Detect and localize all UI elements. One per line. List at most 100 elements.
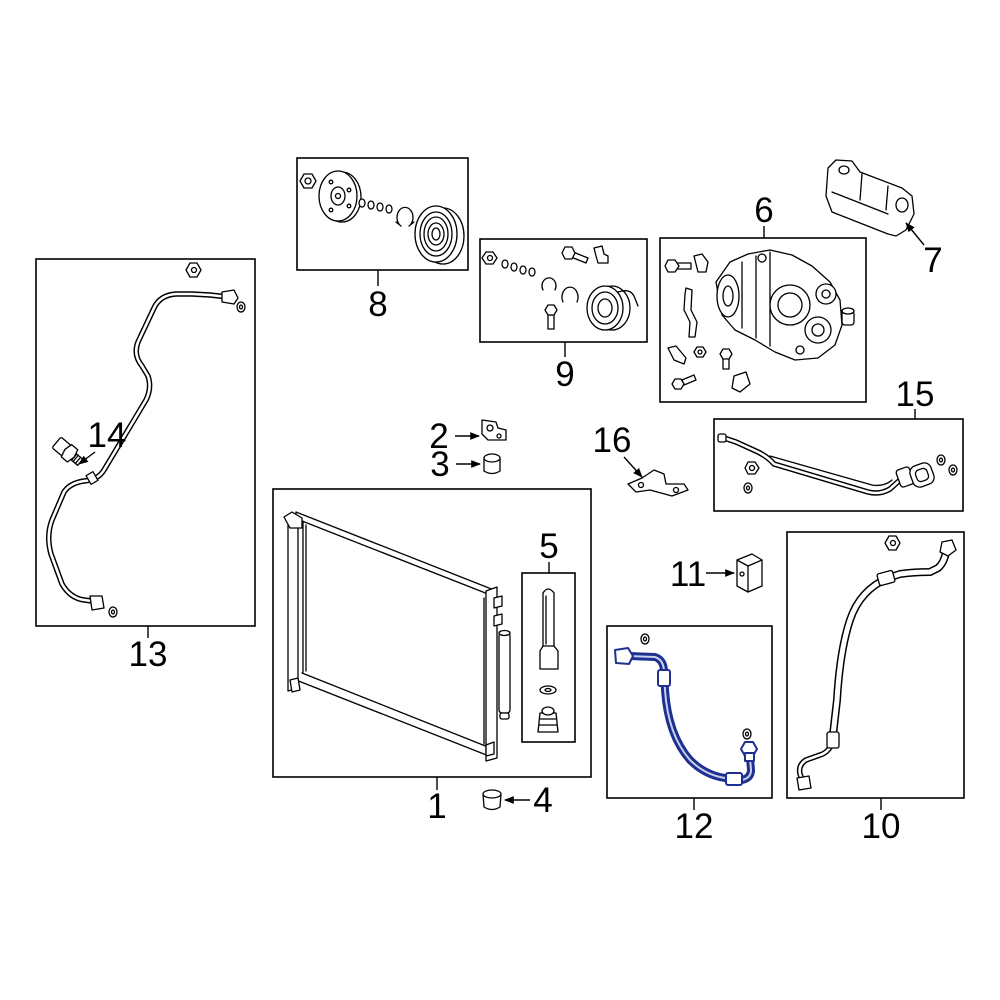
coil-bolt-lower	[544, 304, 558, 330]
mount-bolt-upper	[664, 259, 692, 273]
callout-number-10: 10	[862, 807, 901, 846]
harness-clip	[693, 253, 709, 273]
coil-washers	[501, 259, 536, 277]
coil-bolt-upper	[561, 246, 589, 264]
part-13-ac-line	[46, 262, 246, 618]
part-1-condenser	[283, 511, 511, 762]
small-circlip	[541, 277, 557, 291]
callout-box-8	[296, 157, 469, 271]
snap-ring	[395, 206, 415, 227]
pipe-end-cap	[717, 433, 727, 443]
upper-fitting	[221, 289, 239, 305]
condenser-fitting-upper	[493, 595, 503, 609]
callout-number-13: 13	[129, 635, 168, 674]
condenser-core	[295, 511, 495, 759]
receiver-drier	[498, 629, 511, 720]
part-3-upper-cushion	[483, 453, 501, 475]
callout-number-11: 11	[670, 555, 706, 594]
arrow-14	[78, 451, 96, 465]
part-16-line-bracket	[627, 469, 689, 497]
callout-box-6	[659, 237, 867, 403]
pipe-nut	[744, 461, 760, 475]
hose-fitting-right	[740, 741, 758, 762]
right-tank	[485, 586, 498, 762]
part-5-desiccant-kit	[537, 588, 559, 733]
lower-o-ring	[108, 606, 118, 618]
hose-crimp-bottom	[826, 731, 840, 749]
part-6-compressor	[664, 249, 855, 393]
part-12-discharge-hose-highlighted	[614, 633, 758, 786]
desiccant-bag	[539, 588, 559, 670]
callout-box-1	[272, 488, 592, 778]
hose-o-ring-upper	[640, 633, 650, 645]
callout-number-14: 14	[88, 416, 127, 455]
clutch-plate	[318, 170, 362, 223]
suction-pipe	[721, 435, 903, 496]
callout-box-5	[521, 572, 576, 743]
hose-nut	[884, 535, 901, 551]
highlighted-hose	[626, 652, 755, 784]
compressor-valve	[841, 307, 855, 326]
harness-bracket	[683, 287, 698, 338]
line-clamp	[85, 471, 99, 485]
callout-box-13	[35, 258, 256, 627]
part-7-compressor-bracket	[825, 159, 915, 237]
callout-box-10	[786, 531, 965, 799]
part-8-clutch-assembly	[299, 170, 465, 265]
callout-box-12	[606, 625, 773, 799]
clutch-nut	[299, 173, 317, 189]
hose-fitting-left	[614, 647, 634, 665]
hose-end-fitting	[939, 539, 957, 557]
left-tank	[287, 515, 299, 692]
flange-gasket	[909, 462, 935, 488]
condenser-fitting-middle	[493, 613, 503, 627]
lower-fitting	[89, 595, 105, 611]
callout-number-7: 7	[923, 241, 942, 280]
arrow-7	[905, 222, 925, 246]
callout-number-4: 4	[533, 781, 552, 820]
callout-number-1: 1	[427, 787, 446, 826]
field-coil	[586, 285, 639, 331]
part-9-field-coil-kit	[481, 245, 639, 331]
pulley	[414, 205, 465, 265]
suction-o-rings	[743, 454, 958, 494]
upper-o-ring	[236, 301, 246, 313]
wire-clip	[731, 371, 751, 393]
callout-number-2: 2	[429, 417, 448, 456]
hose-o-ring-lower	[742, 728, 752, 740]
hose-crimp-upper	[657, 669, 671, 687]
callout-number-9: 9	[555, 355, 574, 394]
compressor-body	[715, 249, 843, 361]
callout-number-5: 5	[539, 527, 558, 566]
ac-line-pipe	[46, 291, 231, 604]
drier-plug	[537, 706, 559, 733]
coil-nut	[481, 251, 498, 265]
hose-crimp-lower	[725, 772, 743, 786]
suction-hose	[796, 548, 950, 785]
callout-number-6: 6	[754, 191, 773, 230]
arrow-16	[623, 456, 643, 478]
coil-bracket	[593, 245, 609, 264]
mount-bolt-middle	[719, 348, 733, 370]
lower-mount-tab	[289, 677, 301, 693]
part-10-suction-hose	[796, 535, 957, 791]
part-11-line-clip	[736, 553, 763, 593]
mount-bolt-lower	[671, 374, 697, 390]
clutch-shims	[358, 198, 393, 214]
part-2-condenser-bracket	[481, 419, 507, 441]
part-4-lower-cushion	[482, 789, 502, 811]
hose-crimp-top	[876, 569, 896, 587]
drier-o-ring	[539, 685, 557, 695]
lower-bracket	[485, 741, 495, 757]
callout-number-16: 16	[593, 421, 632, 460]
mount-nut	[693, 346, 707, 358]
callout-number-3: 3	[430, 445, 449, 484]
upper-mount-tab	[283, 511, 303, 529]
large-circlip	[561, 286, 579, 303]
small-bracket	[667, 345, 687, 365]
callout-number-8: 8	[368, 285, 387, 324]
callout-box-15	[713, 418, 964, 512]
line-nut	[185, 262, 202, 278]
callout-box-9	[479, 238, 648, 343]
